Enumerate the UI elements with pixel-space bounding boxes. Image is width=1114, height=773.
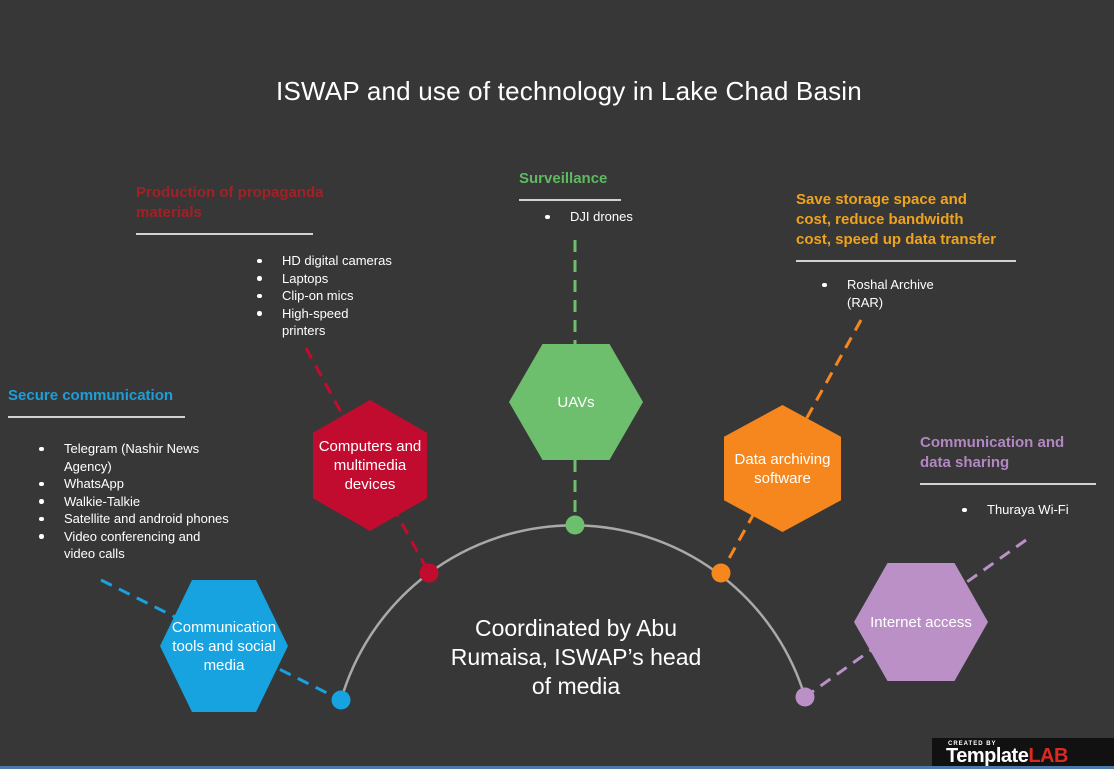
propaganda-section: Production of propaganda materials (136, 183, 331, 235)
created-by-label: CREATED BY (948, 741, 997, 747)
storage-heading-line: Save storage space and (796, 191, 967, 208)
bottom-accent-line (0, 766, 1114, 769)
secure-communication-list: Telegram (Nashir News Agency) WhatsApp W… (30, 440, 230, 563)
hexagon-label: Communication tools and social media (171, 618, 277, 674)
list-item: DJI drones (536, 208, 646, 226)
brand-template-text: Template (946, 745, 1029, 766)
list-item: Telegram (Nashir News Agency) (30, 440, 230, 475)
list-item: Clip-on mics (248, 287, 408, 305)
blue-node-dot (331, 690, 351, 710)
storage-heading: Save storage space and cost, reduce band… (796, 190, 1024, 250)
list-item: Thuraya Wi-Fi (953, 501, 1078, 519)
page-title: ISWAP and use of technology in Lake Chad… (276, 76, 862, 106)
data-sharing-heading: Communication and data sharing (920, 434, 1065, 471)
storage-list: Roshal Archive (RAR) (813, 276, 939, 311)
list-item: Roshal Archive (RAR) (813, 276, 939, 311)
list-item: WhatsApp (30, 475, 230, 493)
storage-heading-line: cost, speed up data transfer (796, 231, 997, 248)
data-sharing-section: Communication and data sharing (920, 433, 1096, 485)
heading-underline (519, 199, 621, 201)
surveillance-heading: Surveillance (519, 170, 608, 187)
red-node-dot (419, 563, 439, 583)
list-item: Satellite and android phones (30, 510, 230, 528)
center-caption: Coordinated by Abu Rumaisa, ISWAP’s head… (450, 615, 702, 699)
propaganda-list: HD digital cameras Laptops Clip-on mics … (248, 252, 408, 340)
brand-name: TemplateLAB (946, 745, 1068, 766)
surveillance-section: Surveillance (519, 169, 629, 201)
heading-underline (136, 233, 313, 235)
heading-underline (796, 260, 1016, 262)
hexagon-label: Internet access (870, 613, 972, 631)
data-sharing-list: Thuraya Wi-Fi (953, 501, 1078, 519)
hexagon-label: Computers and multimedia devices (318, 438, 422, 493)
orange-node-dot (711, 563, 731, 583)
purple-dashed-connector (804, 538, 1027, 699)
storage-section: Save storage space and cost, reduce band… (796, 190, 1024, 262)
hexagon-label: UAVs (557, 393, 595, 411)
heading-underline (920, 483, 1096, 485)
list-item: High-speed printers (248, 305, 352, 340)
heading-underline (8, 416, 185, 418)
blue-dashed-connector (100, 578, 342, 702)
hexagon-computers: Computers and multimedia devices (313, 400, 427, 531)
list-item: Video conferencing and video calls (30, 528, 230, 563)
list-item: Laptops (248, 270, 408, 288)
list-item: Walkie-Talkie (30, 493, 230, 511)
green-node-dot (565, 515, 585, 535)
list-item: HD digital cameras (248, 252, 408, 270)
purple-node-dot (795, 687, 815, 707)
secure-communication-heading: Secure communication (8, 387, 174, 404)
storage-heading-line: cost, reduce bandwidth (796, 211, 964, 228)
surveillance-list: DJI drones (536, 208, 646, 226)
propaganda-heading: Production of propaganda materials (136, 184, 324, 221)
templatelab-logo: CREATED BY TemplateLAB (932, 738, 1114, 766)
secure-communication-section: Secure communication (8, 386, 198, 418)
hexagon-label: Data archiving software (734, 450, 831, 487)
brand-lab-text: LAB (1028, 745, 1068, 766)
